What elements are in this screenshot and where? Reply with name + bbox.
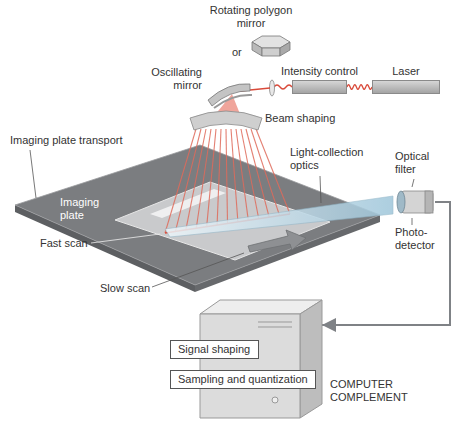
process-box: Sampling and quantization xyxy=(170,370,316,389)
laser-beam xyxy=(347,85,372,90)
laser-beam xyxy=(274,85,292,89)
part-label: Slow scan xyxy=(100,282,150,295)
node-label: Intensity control xyxy=(281,65,358,78)
part-label: Rotating polygon mirror xyxy=(205,4,297,29)
laser-ray xyxy=(217,129,221,225)
laser-ray xyxy=(256,129,290,214)
leader-line xyxy=(412,218,413,225)
part-label: Light-collection optics xyxy=(290,146,380,171)
part-label: Imaging plate xyxy=(60,196,110,221)
laser-box: Laser xyxy=(372,80,440,94)
node-label: Sampling and quantization xyxy=(171,371,315,388)
laser-ray xyxy=(165,129,196,233)
laser-ray xyxy=(207,129,216,227)
computer-tower: Signal shapingSampling and quantizationC… xyxy=(200,300,322,418)
part-label: Beam shaping xyxy=(265,112,335,125)
beam-shaping-optics xyxy=(190,111,262,130)
lens xyxy=(270,80,275,96)
node-label: Photo-detector xyxy=(395,226,441,251)
part-label: Imaging plate transport xyxy=(10,134,123,147)
slow-scan-arrow xyxy=(248,230,306,252)
part-label: Fast scan xyxy=(40,237,88,250)
leader-line xyxy=(320,176,321,203)
laser-ray xyxy=(231,129,238,222)
laser-ray xyxy=(251,129,280,216)
polygon-mirror xyxy=(252,42,262,56)
intensity-control-box: Intensity control xyxy=(292,80,347,94)
node-label: Optical filter xyxy=(395,150,441,175)
photodetector-body xyxy=(395,188,435,216)
process-box: Signal shaping xyxy=(170,340,259,359)
polygon-mirror xyxy=(280,42,290,56)
part-label: or xyxy=(232,46,242,59)
node-label: Signal shaping xyxy=(171,341,258,358)
laser-ray xyxy=(226,129,228,224)
leader-line xyxy=(412,179,414,187)
leader-line xyxy=(91,234,160,243)
heading: COMPUTER COMPLEMENT xyxy=(330,378,414,403)
light-collection-optics xyxy=(165,196,393,237)
part-label: Oscillating mirror xyxy=(136,66,202,91)
node-label: Laser xyxy=(373,65,439,78)
computer-tower-body xyxy=(200,300,322,418)
leader-line xyxy=(30,150,36,198)
mirror-mount xyxy=(214,95,252,108)
polygon-mirror xyxy=(262,48,280,56)
photodetector: Optical filterPhoto-detector xyxy=(395,188,435,216)
signal-line xyxy=(322,202,450,325)
plate-highlight xyxy=(150,189,226,218)
laser-ray xyxy=(196,129,211,228)
leader-line xyxy=(152,253,244,287)
laser-ray xyxy=(236,129,248,220)
